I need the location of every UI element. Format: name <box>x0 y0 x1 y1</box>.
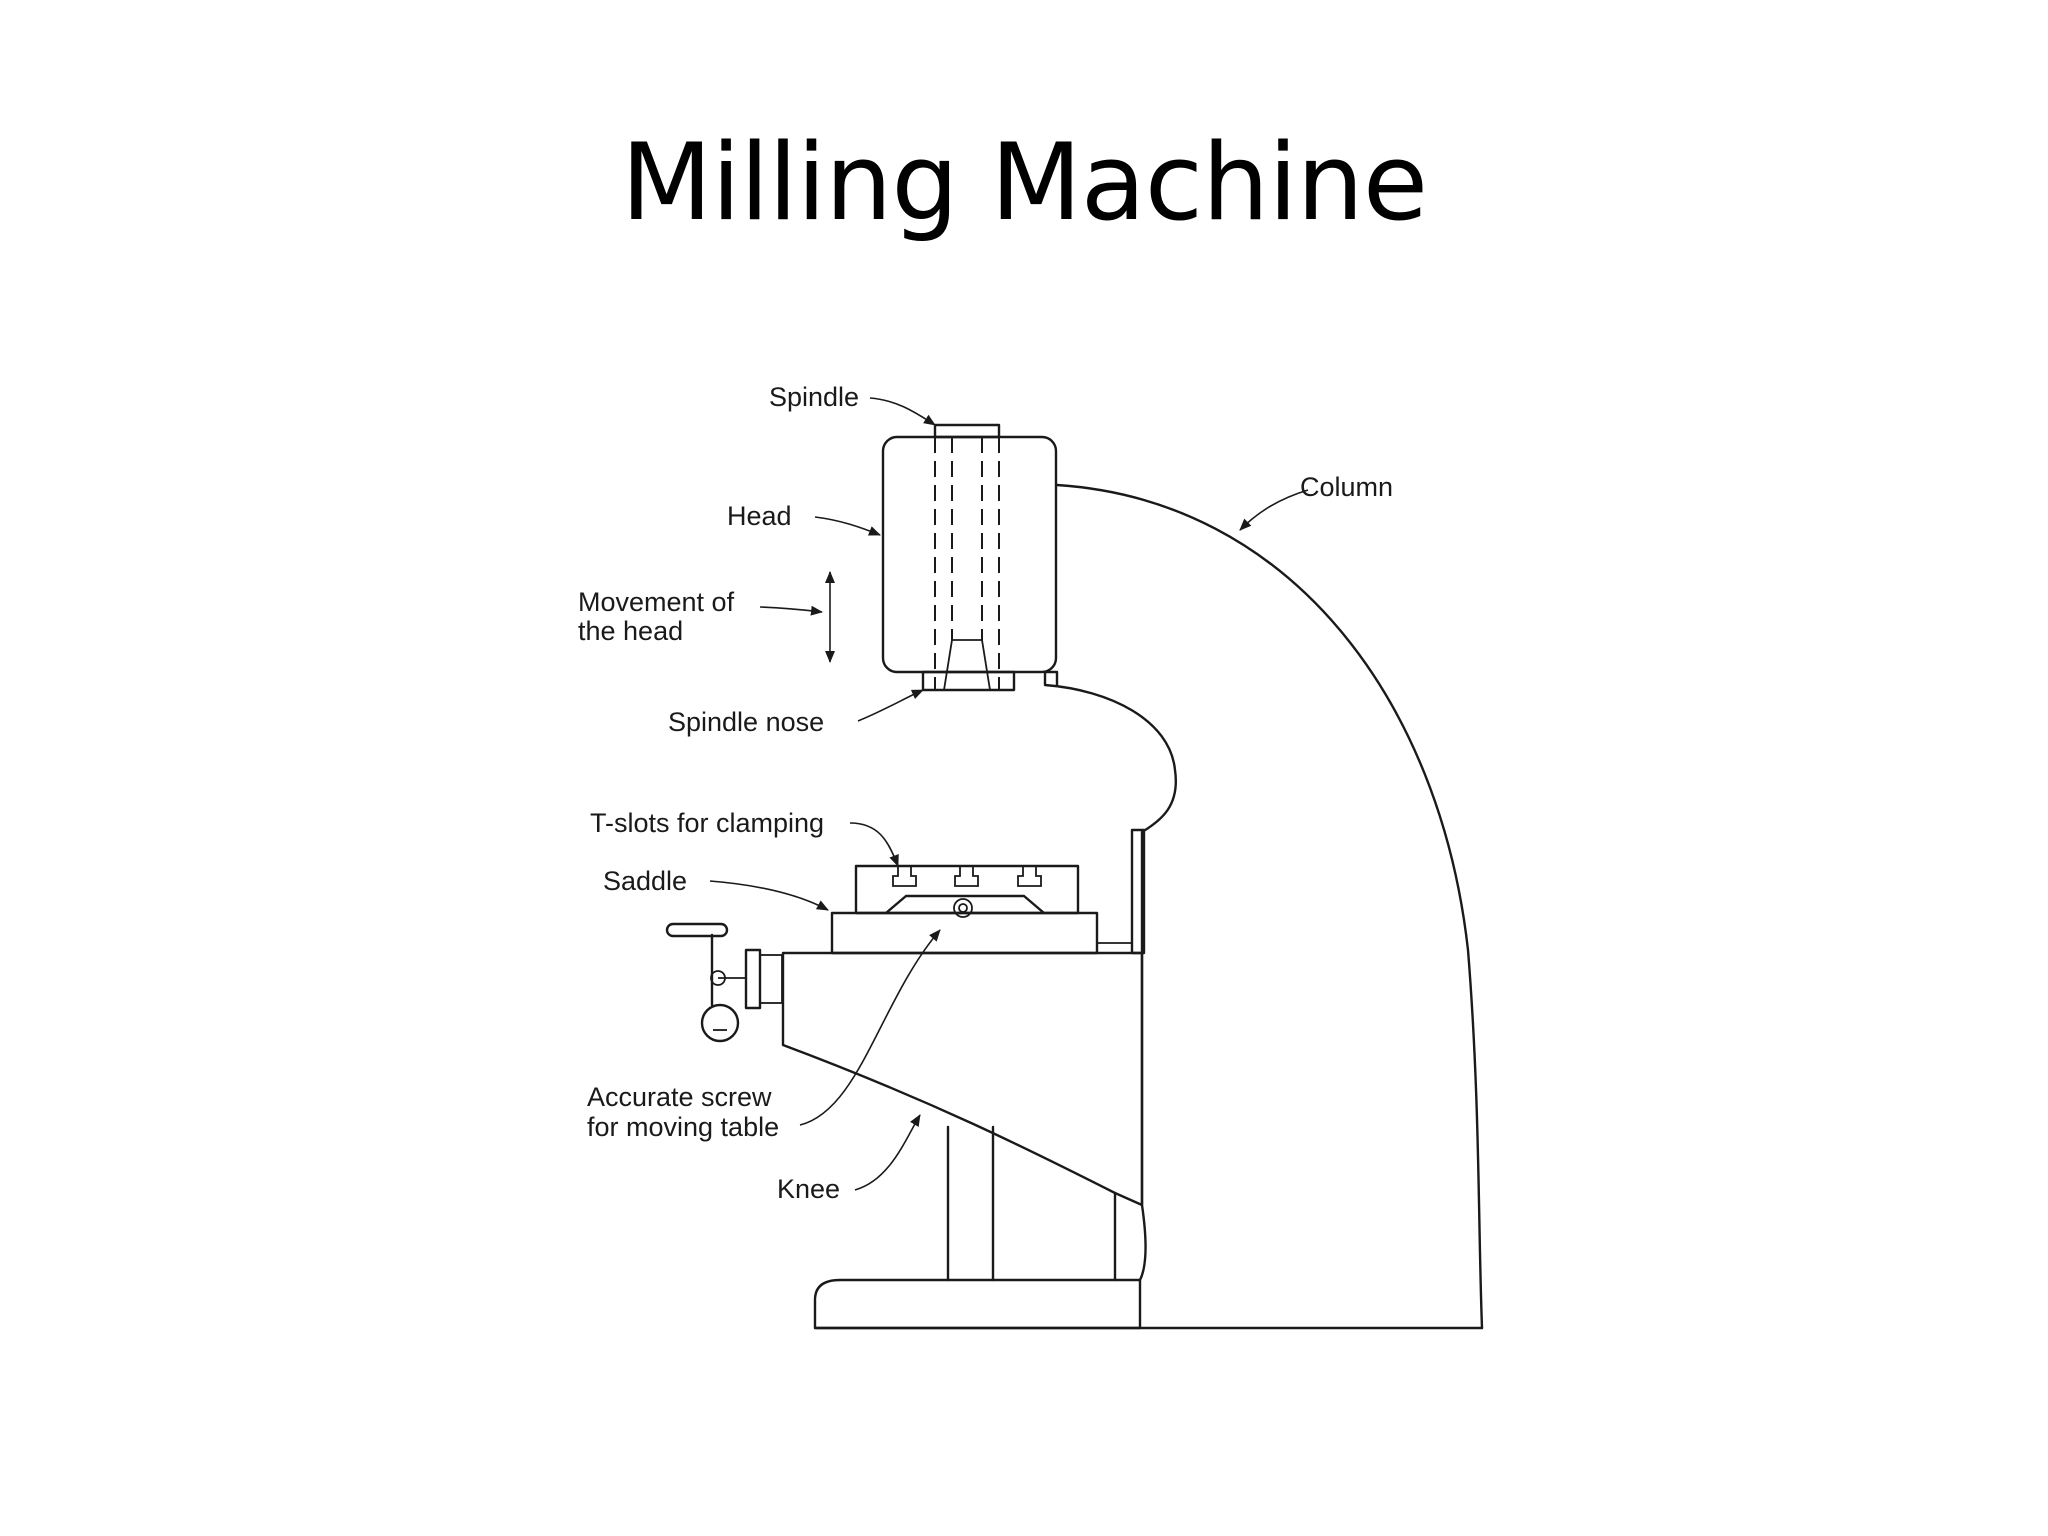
label-saddle: Saddle <box>603 866 687 896</box>
leader-movement <box>759 605 823 616</box>
label-movement-line2: the head <box>578 616 683 646</box>
t-slot-1 <box>892 866 917 887</box>
crank-knob <box>710 970 726 986</box>
crank-dial <box>759 954 783 1004</box>
table <box>854 864 1080 915</box>
slide-title: Milling Machine <box>620 121 1428 244</box>
crank-handle <box>665 922 729 938</box>
spindle-nose <box>921 670 1016 692</box>
column-throat <box>1043 670 1178 1282</box>
label-knee: Knee <box>777 1174 840 1204</box>
leader-knee <box>854 1114 921 1191</box>
screw-head <box>953 898 973 918</box>
label-screw-line2: for moving table <box>587 1112 779 1142</box>
label-screw-line1: Accurate screw <box>587 1082 772 1112</box>
crank-ball <box>700 1003 740 1043</box>
spindle-taper <box>942 639 992 691</box>
spindle-top <box>933 423 1001 439</box>
label-movement-line1: Movement of <box>578 587 735 617</box>
table-slide <box>884 894 1046 915</box>
leader-screw <box>799 929 941 1126</box>
head <box>881 435 1058 674</box>
screw-head-inner <box>958 903 968 913</box>
label-spindle: Spindle <box>769 382 859 412</box>
crank-hub <box>744 948 762 1010</box>
leader-saddle <box>709 880 829 911</box>
leader-column <box>1239 489 1309 531</box>
column-plate <box>1130 828 1146 955</box>
t-slot-3 <box>1017 866 1042 887</box>
leader-head <box>814 516 881 536</box>
base <box>813 1278 1142 1330</box>
label-spindle-nose: Spindle nose <box>668 707 824 737</box>
knee <box>781 951 1144 1207</box>
column-outline <box>1055 483 1484 1330</box>
saddle <box>830 911 1099 955</box>
t-slot-2 <box>954 866 979 887</box>
label-tslots: T-slots for clamping <box>590 808 824 838</box>
leader-tslots <box>849 822 899 867</box>
label-column: Column <box>1300 472 1393 502</box>
leader-spindle-nose <box>857 689 924 722</box>
label-head: Head <box>727 501 792 531</box>
leader-spindle <box>869 397 936 426</box>
